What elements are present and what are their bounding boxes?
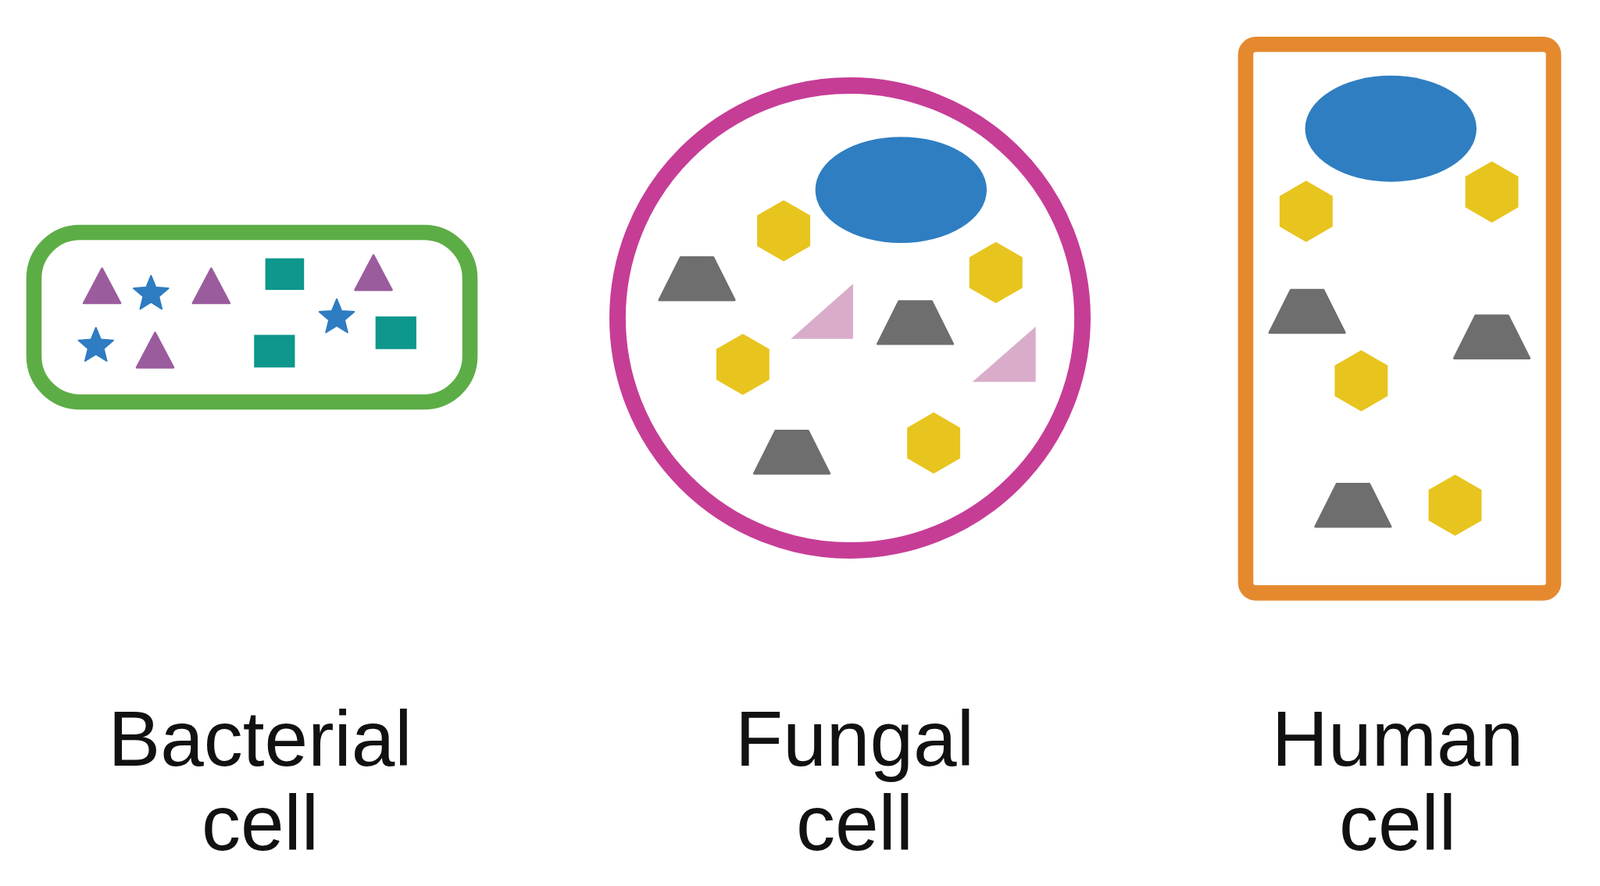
cell-membrane (617, 85, 1083, 550)
cell-label: Bacterial cell (88, 696, 433, 865)
bacterial-molecules (78, 255, 416, 368)
cell-label: Fungal cell (682, 696, 1027, 865)
bacterial-cell: Bacterial cell (25, 224, 479, 411)
fungal-cell: Fungal cell (609, 77, 1091, 559)
cell-label: Human cell (1225, 696, 1570, 865)
human-cell: Human cell (1237, 35, 1562, 603)
cell-membrane (1245, 44, 1554, 593)
cell-membrane (33, 232, 470, 403)
cell-outline (1237, 35, 1562, 603)
human-organelles (1269, 75, 1530, 536)
cell-outline (25, 224, 479, 411)
cell-outline (609, 77, 1091, 559)
fungal-organelles (659, 136, 1036, 474)
